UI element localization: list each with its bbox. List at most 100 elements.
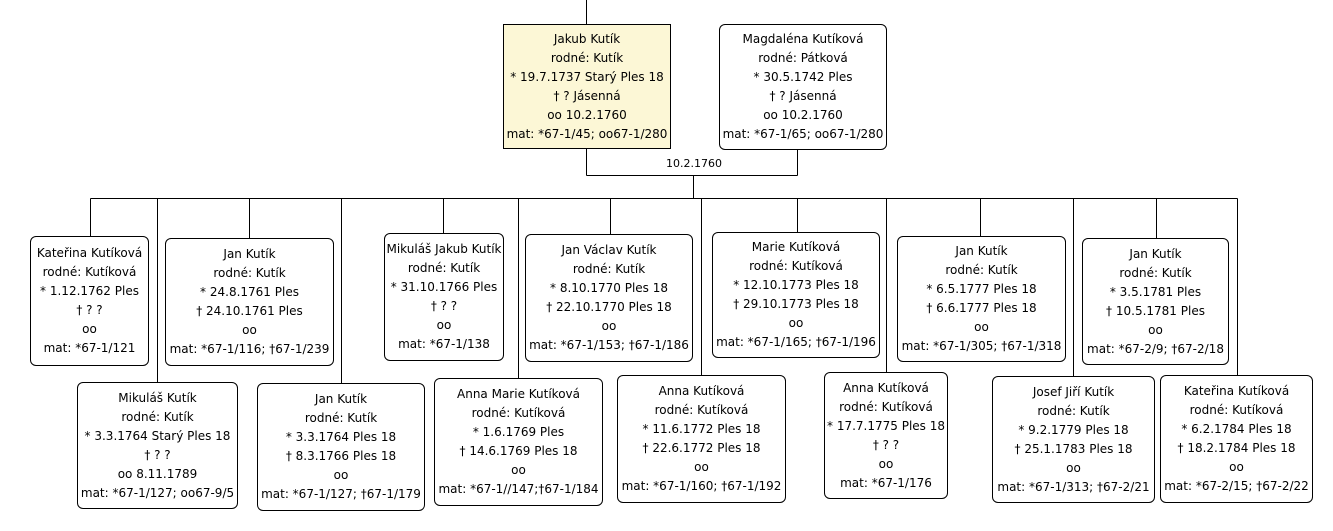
person-marriage: oo [82,322,97,336]
person-name: Marie Kutíková [751,240,841,254]
person-birth-name: rodné: Kutíková [42,265,137,279]
person-death-date: † ? ? [430,299,458,313]
person-marriage: oo [974,320,989,334]
child-card-anna-1775[interactable]: Anna Kutíková rodné: Kutíková * 17.7.1775 … [824,372,948,499]
child-card-jan-1777[interactable]: Jan Kutík rodné: Kutík * 6.5.1777 Ples 18 †… [897,236,1066,362]
person-registry-ref: mat: *67-2/9; †67-2/18 [1087,341,1224,356]
child-card-jan-1781[interactable]: Jan Kutík rodné: Kutík * 3.5.1781 Ples † 10… [1082,238,1229,365]
person-marriage: oo [694,460,709,474]
person-birth-date: * 6.5.1777 Ples 18 [926,282,1037,296]
child-card-katerina-1762[interactable]: Kateřina Kutíková rodné: Kutíková * 1.12.1… [30,236,149,366]
person-registry-ref: mat: *67-1/116; †67-1/239 [169,342,330,356]
person-name: Josef Jiří Kutík [1032,384,1115,399]
person-registry-ref: mat: *67-1/305; †67-1/318 [901,339,1062,353]
person-birth-date: * 31.10.1766 Ples [390,280,498,294]
person-birth-name: rodné: Pátková [758,51,848,65]
person-death-date: † 10.5.1781 Ples [1106,303,1205,318]
person-death-date: † 29.10.1773 Ples 18 [733,297,859,311]
person-registry-ref: mat: *67-1/165; †67-1/196 [716,335,876,349]
person-name: Jan Václav Kutík [561,243,657,257]
person-birth-date: * 30.5.1742 Ples [753,70,853,84]
person-card-magdalena-kutikova[interactable]: Magdaléna Kutíková rodné: Pátková * 30.5.1… [719,24,887,150]
person-registry-ref: mat: *67-1/45; oo67-1/280 [506,126,668,141]
person-name: Mikuláš Kutík [118,390,197,405]
person-name: Jan Kutík [955,244,1008,258]
person-death-date: † ? ? [144,447,171,462]
person-registry-ref: mat: *67-1/127; †67-1/179 [261,487,421,501]
person-birth-date: * 17.7.1775 Ples 18 [827,418,945,433]
person-birth-name: rodné: Kutík [1119,265,1192,280]
person-death-date: † 24.10.1761 Ples [196,304,303,318]
person-name: Kateřina Kutíková [36,246,143,260]
person-birth-date: * 19.7.1737 Starý Ples 18 [510,69,664,84]
person-birth-name: rodné: Kutíková [839,399,933,414]
person-marriage: oo [1066,460,1081,475]
person-name: Mikuláš Jakub Kutík [386,242,502,256]
person-registry-ref: mat: *67-2/15; †67-2/22 [1164,479,1309,493]
person-birth-date: * 1.12.1762 Ples [40,284,139,298]
person-registry-ref: mat: *67-1/153; †67-1/186 [529,338,689,352]
person-marriage: oo [1148,322,1163,337]
person-birth-date: * 9.2.1779 Ples 18 [1018,422,1129,437]
person-card-jakub-kutik[interactable]: Jakub Kutík rodné: Kutík * 19.7.1737 Starý… [503,24,671,149]
person-death-date: † 6.6.1777 Ples 18 [926,301,1037,315]
child-card-jan-1764[interactable]: Jan Kutík rodné: Kutík * 3.3.1764 Ples 18 †… [257,383,425,511]
person-birth-name: rodné: Kutík [121,409,194,424]
person-name: Anna Marie Kutíková [457,387,580,401]
person-registry-ref: mat: *67-1//147;†67-1/184 [438,482,599,496]
person-birth-name: rodné: Kutík [304,411,378,425]
person-birth-name: rodné: Kutík [550,50,624,65]
person-birth-name: rodné: Kutík [572,262,646,276]
person-registry-ref: mat: *67-1/121 [43,341,136,355]
person-birth-name: rodné: Kutíková [654,403,749,417]
child-card-jan-1761[interactable]: Jan Kutík rodné: Kutík * 24.8.1761 Ples † 2… [165,238,334,366]
person-name: Anna Kutíková [843,380,929,395]
person-name: Magdaléna Kutíková [742,32,864,46]
person-death-date: † 8.3.1766 Ples 18 [285,449,397,463]
person-birth-date: * 11.6.1772 Ples 18 [642,422,761,436]
person-birth-date: * 8.10.1770 Ples 18 [550,281,668,295]
person-name: Jakub Kutík [553,31,621,46]
person-marriage: oo [788,316,804,330]
person-death-date: † 18.2.1784 Ples 18 [1177,441,1296,455]
child-card-jan-vaclav-1770[interactable]: Jan Václav Kutík rodné: Kutík * 8.10.1770 … [525,234,693,362]
person-birth-name: rodné: Kutík [213,266,286,280]
person-registry-ref: mat: *67-1/313; †67-2/21 [997,479,1150,494]
person-death-date: † 22.6.1772 Ples 18 [642,441,761,455]
person-death-date: † 25.1.1783 Ples 18 [1014,441,1133,456]
person-name: Jan Kutík [314,392,368,406]
person-birth-name: rodné: Kutíková [1189,403,1284,417]
person-birth-date: * 1.6.1769 Ples [472,425,565,439]
person-registry-ref: mat: *67-1/160; †67-1/192 [621,479,782,493]
person-marriage: oo 10.2.1760 [763,108,843,122]
person-birth-date: * 3.3.1764 Ples 18 [285,430,397,444]
person-birth-date: * 24.8.1761 Ples [200,285,299,299]
person-birth-date: * 3.5.1781 Ples [1109,284,1202,299]
child-card-anna-1772[interactable]: Anna Kutíková rodné: Kutíková * 11.6.1772 … [617,375,786,503]
person-death-date: † 22.10.1770 Ples 18 [546,300,672,314]
person-birth-name: rodné: Kutíková [749,259,843,273]
person-death-date: † 14.6.1769 Ples 18 [459,444,578,458]
child-card-mikulas-jakub-1766[interactable]: Mikuláš Jakub Kutík rodné: Kutík * 31.10.1… [384,233,504,361]
person-name: Jan Kutík [1129,246,1182,261]
person-birth-name: rodné: Kutík [407,261,481,275]
person-birth-name: rodné: Kutík [945,263,1018,277]
person-death-date: † ? ? [872,437,900,452]
person-birth-date: * 6.2.1784 Ples 18 [1181,422,1292,436]
person-death-date: † ? Jásenná [553,88,621,103]
person-death-date: † ? ? [76,303,103,317]
child-card-mikulas-1764[interactable]: Mikuláš Kutík rodné: Kutík * 3.3.1764 Star… [77,382,238,509]
person-marriage: oo [333,468,349,482]
person-birth-date: * 3.3.1764 Starý Ples 18 [84,428,231,443]
person-registry-ref: mat: *67-1/65; oo67-1/280 [722,127,884,141]
person-name: Jan Kutík [223,247,276,261]
person-name: Anna Kutíková [658,384,745,398]
person-marriage: oo [878,456,894,471]
person-marriage: oo [511,463,526,477]
person-registry-ref: mat: *67-1/138 [398,337,490,351]
person-registry-ref: mat: *67-1/127; oo67-9/5 [80,485,235,500]
